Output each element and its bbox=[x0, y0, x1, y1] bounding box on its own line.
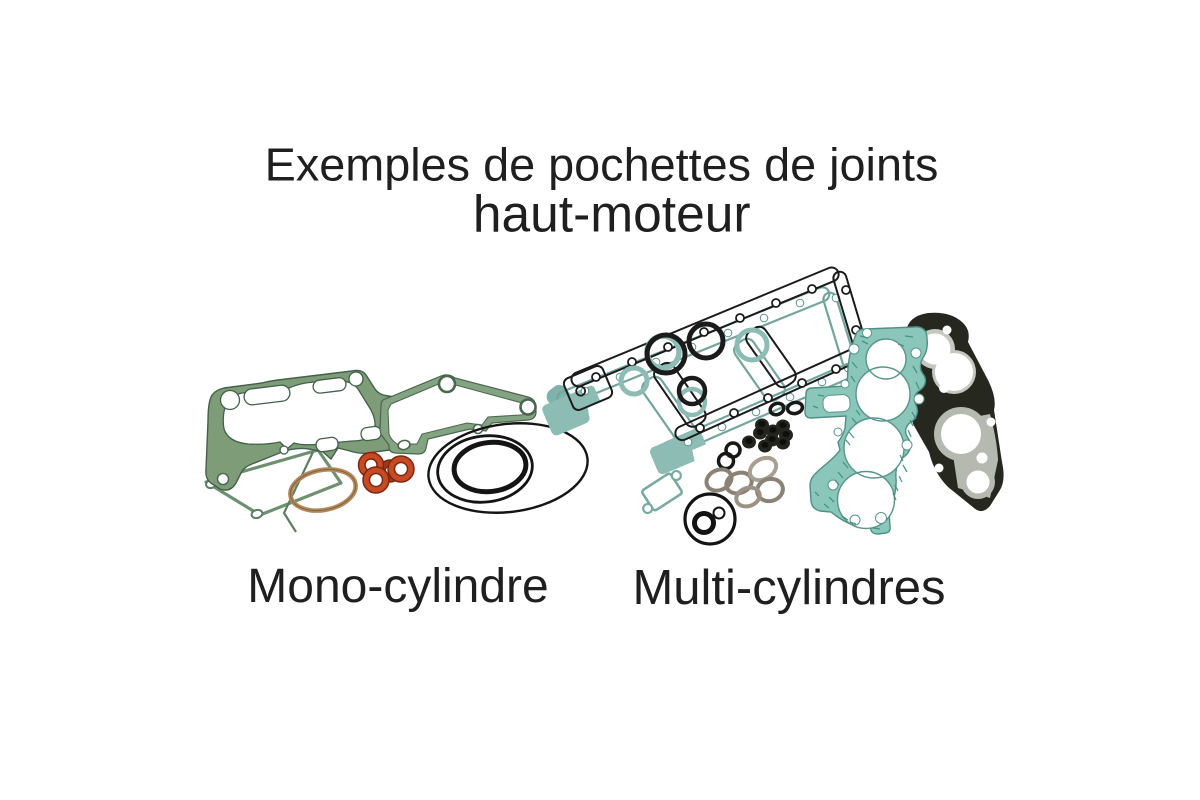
svg-text:Multi-cylindres: Multi-cylindres bbox=[632, 561, 945, 615]
svg-text:haut-moteur: haut-moteur bbox=[473, 185, 751, 243]
svg-text:Exemples de pochettes de joint: Exemples de pochettes de joints bbox=[265, 139, 939, 191]
svg-text:Mono-cylindre: Mono-cylindre bbox=[247, 560, 548, 613]
